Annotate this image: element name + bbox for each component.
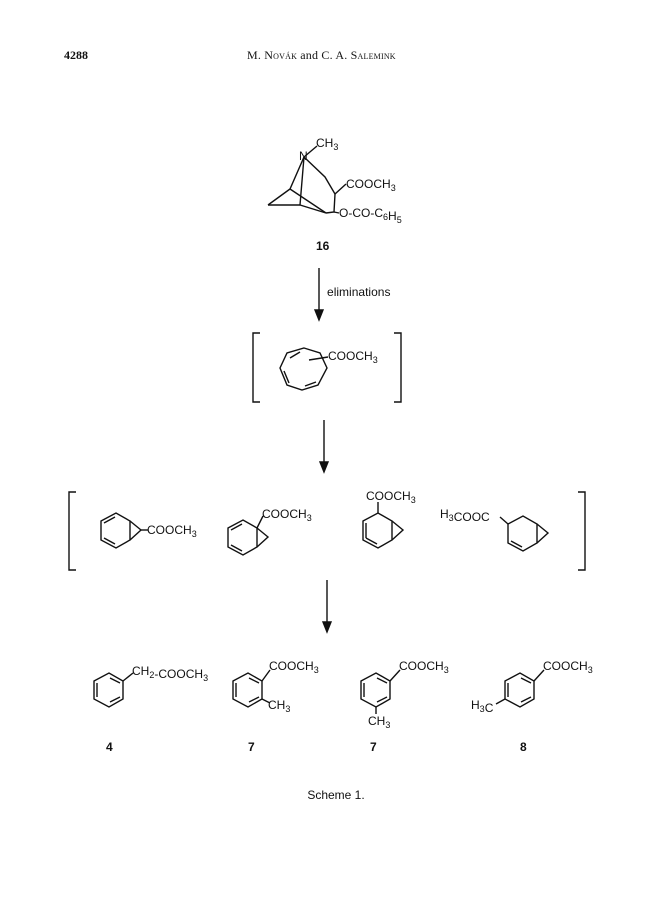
- author2-initials: C. A.: [321, 48, 348, 62]
- compound-number-7: 7: [370, 740, 377, 754]
- cycloheptatriene-ring: [279, 347, 329, 391]
- norcaradiene-2: [227, 515, 270, 556]
- product-8-methyl: H3C: [471, 698, 494, 715]
- compound-number-8: 8: [520, 740, 527, 754]
- norcaradiene-2-ester: COOCH3: [262, 507, 312, 523]
- product-7-structure: [360, 669, 401, 714]
- product-5-substituent: COOCH3: [269, 659, 319, 675]
- page-number: 4288: [64, 48, 88, 62]
- product-8-structure: [495, 669, 545, 708]
- norcaradiene-4-ester: H3COOC: [440, 507, 490, 524]
- compound-number-16: 16: [316, 239, 330, 253]
- norcaradiene-1-ester: COOCH3: [147, 523, 197, 539]
- n-methyl-label: CH3: [316, 136, 338, 152]
- product-7-methyl: CH3: [368, 714, 390, 730]
- arrow-eliminations: [313, 268, 325, 322]
- product-4-structure: [93, 672, 134, 708]
- scheme-caption: Scheme 1.: [307, 788, 365, 802]
- bracket-intermediate: [252, 332, 402, 403]
- compound-16-structure: [267, 145, 347, 214]
- author2-surname: Salemink: [350, 48, 396, 62]
- benzoate-group-label: O-CO-C6H5: [339, 206, 402, 225]
- author1-initial: M.: [247, 48, 262, 62]
- product-8-substituent: COOCH3: [543, 659, 593, 675]
- running-header-authors: M. Novák and C. A. Salemink: [247, 48, 396, 63]
- product-7-substituent: COOCH3: [399, 659, 449, 675]
- norcaradiene-1: [100, 512, 148, 549]
- norcaradiene-4: [499, 515, 550, 552]
- product-5-methyl: CH3: [268, 698, 290, 714]
- compound-number-4: 4: [106, 740, 113, 754]
- arrow-label-eliminations: eliminations: [327, 285, 390, 299]
- ester-group-label: COOCH3: [346, 177, 396, 193]
- conjunction: and: [300, 48, 319, 62]
- norcaradiene-3: [362, 502, 405, 549]
- arrow-3: [321, 580, 333, 634]
- product-4-substituent: CH2-COOCH3: [132, 664, 208, 683]
- norcaradiene-3-ester: COOCH3: [366, 489, 416, 505]
- product-5-structure: [232, 669, 271, 708]
- compound-number-5: 7: [248, 740, 255, 754]
- intermediate-ester-label: COOCH3: [328, 349, 378, 365]
- n-atom-label: N: [299, 149, 308, 163]
- arrow-2: [318, 420, 330, 474]
- author1-surname: Novák: [264, 48, 298, 62]
- bracket-norcaradienes: [68, 491, 586, 571]
